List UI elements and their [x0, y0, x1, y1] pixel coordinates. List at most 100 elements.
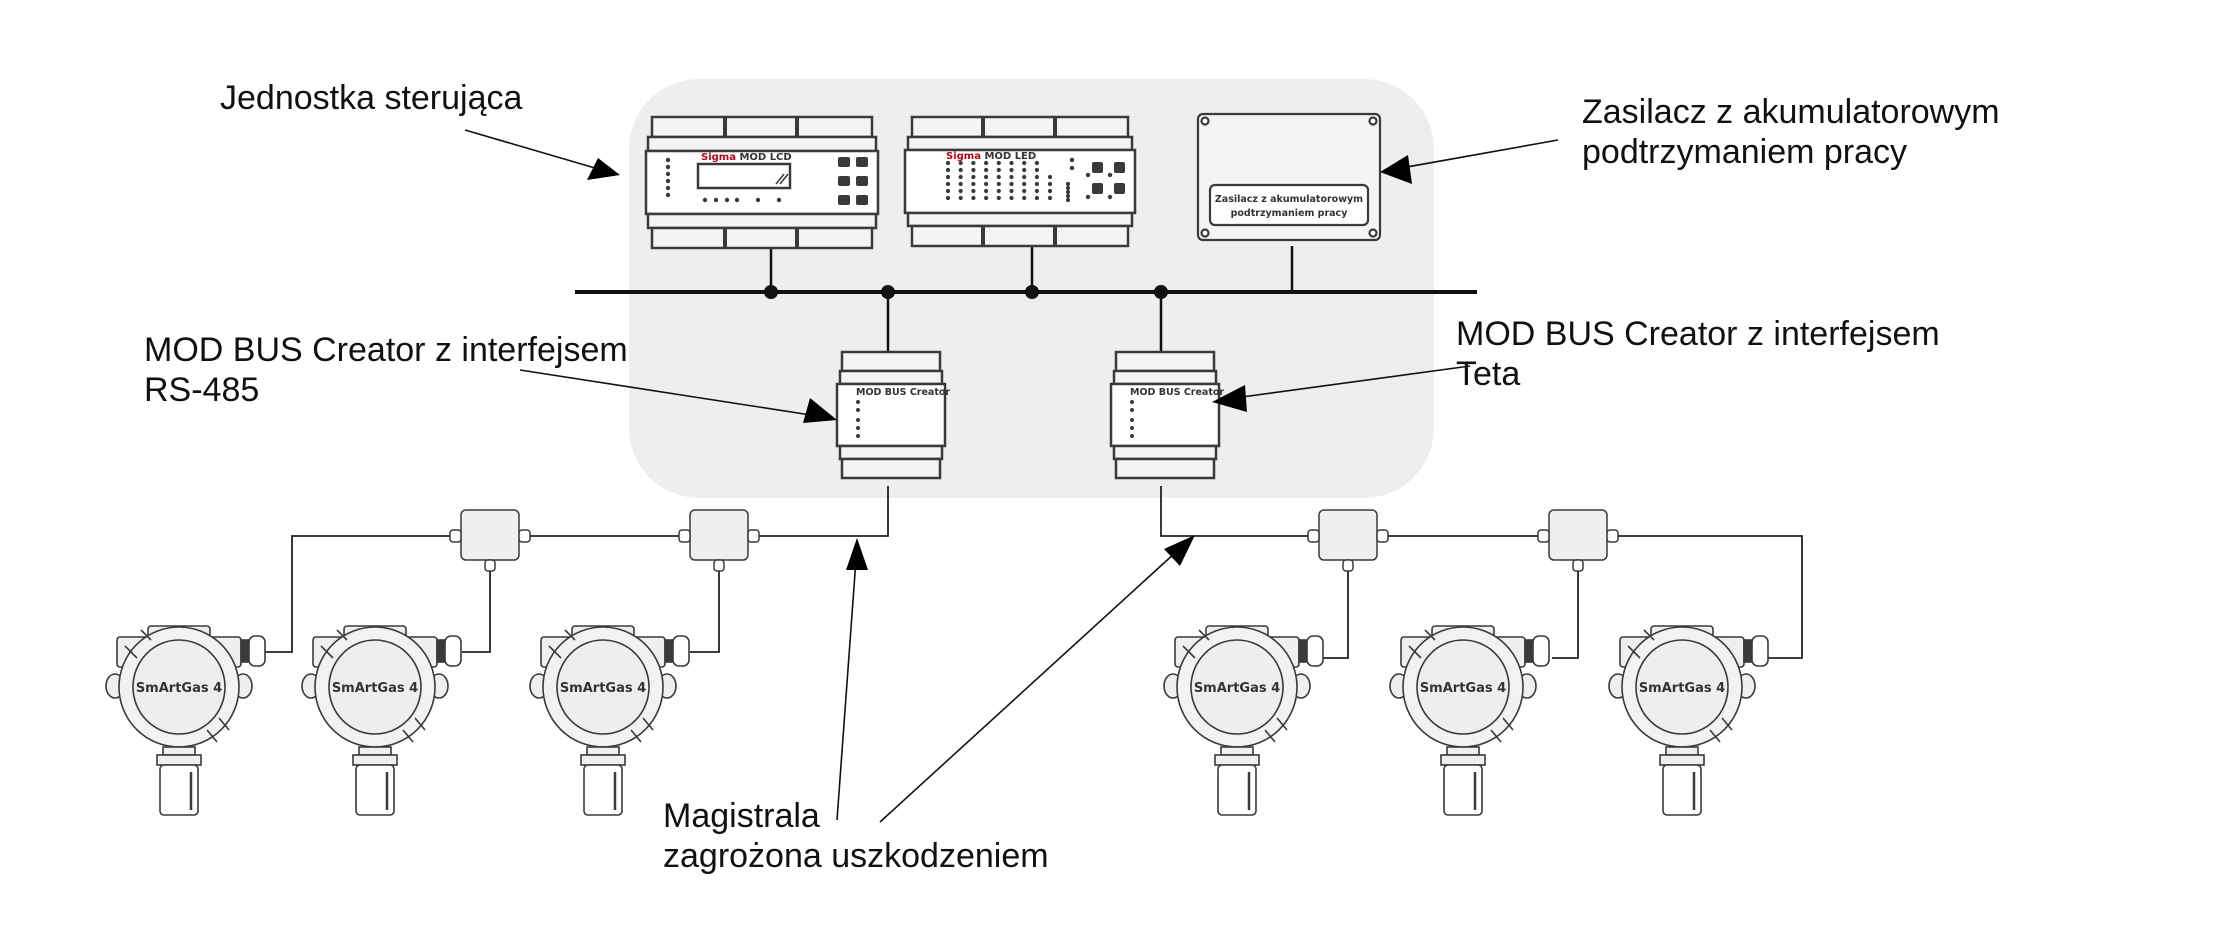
left-bus-cable [263, 486, 889, 653]
psu-nameplate [1208, 183, 1370, 227]
label-power-supply: Zasilacz z akumulatorowym podtrzymaniem … [1582, 92, 2000, 172]
cable-gland [1751, 635, 1769, 667]
status-led [713, 197, 719, 203]
status-led [734, 197, 740, 203]
arrow-bus-risk-right [879, 541, 1188, 823]
matrix-led [971, 181, 976, 187]
cable-gland [713, 559, 725, 572]
matrix-led [984, 160, 989, 166]
matrix-led [996, 195, 1001, 201]
matrix-led [1009, 174, 1014, 180]
label-modbus-rs485-line2: RS-485 [144, 371, 260, 409]
lcd-screen [696, 162, 792, 190]
matrix-led [984, 195, 989, 201]
matrix-led [971, 195, 976, 201]
matrix-led [971, 174, 976, 180]
modbus-unit-label: MOD BUS Creator [1130, 387, 1224, 398]
cable-gland [1342, 559, 1354, 572]
matrix-led [1065, 193, 1071, 199]
key-button [1114, 183, 1125, 194]
matrix-led [996, 174, 1001, 180]
modbus-creator-rs485[interactable] [835, 350, 947, 480]
matrix-led [1065, 189, 1071, 195]
label-bus-risk-line2: zagrożona uszkodzeniem [663, 837, 1049, 875]
matrix-led [971, 160, 976, 166]
matrix-led [1047, 181, 1053, 187]
matrix-led [1009, 160, 1014, 166]
matrix-led [1034, 167, 1039, 173]
gas-detector-smartgas4[interactable] [529, 625, 690, 816]
matrix-led [1034, 195, 1039, 201]
status-led [665, 192, 671, 198]
label-modbus-teta-line1: MOD BUS Creator z interfejsem [1456, 315, 1940, 353]
matrix-led [984, 174, 989, 180]
matrix-led [1022, 160, 1027, 166]
matrix-led [945, 174, 951, 180]
matrix-led [1047, 188, 1053, 194]
status-led [665, 171, 671, 177]
matrix-led [1065, 197, 1071, 203]
cable-gland [449, 529, 462, 543]
matrix-led [996, 160, 1001, 166]
cable-gland [747, 529, 760, 543]
cable-gland [1532, 635, 1550, 667]
matrix-led [945, 160, 951, 166]
matrix-led [984, 181, 989, 187]
matrix-led [958, 174, 963, 180]
status-led [1130, 434, 1134, 438]
matrix-led [1022, 195, 1027, 201]
arrowheads [587, 155, 1412, 570]
key-button [838, 157, 850, 167]
status-led [856, 426, 860, 430]
cable-gland [678, 529, 691, 543]
matrix-led [984, 188, 989, 194]
matrix-led [1034, 181, 1039, 187]
detector-label: SmArtGas 4 [1194, 681, 1280, 696]
matrix-led [1009, 167, 1014, 173]
led-brand: Sigma MOD LED [946, 151, 1036, 162]
matrix-led [958, 167, 963, 173]
arrow-modbus-rs485 [519, 369, 831, 422]
modbus-creator-teta[interactable] [1109, 350, 1221, 480]
junction-box[interactable] [1307, 509, 1389, 572]
gas-detector-smartgas4[interactable] [105, 625, 266, 816]
sigma-mod-led-unit[interactable] [903, 115, 1137, 248]
gas-detector-smartgas4[interactable] [1163, 625, 1324, 816]
lcd-leds [665, 157, 782, 203]
key-button [1114, 162, 1125, 173]
label-power-supply-line1: Zasilacz z akumulatorowym [1582, 93, 2000, 131]
gas-detector-smartgas4[interactable] [1608, 625, 1769, 816]
matrix-led [1065, 185, 1071, 191]
matrix-led [996, 188, 1001, 194]
arrow-power-supply [1389, 139, 1559, 173]
matrix-led [1065, 181, 1071, 187]
status-led [1130, 426, 1134, 430]
lcd-keypad [838, 157, 868, 205]
status-led [1130, 400, 1134, 404]
power-supply-box[interactable] [1196, 112, 1382, 242]
matrix-led [1034, 188, 1039, 194]
matrix-led [1047, 174, 1053, 180]
gas-detector-smartgas4[interactable] [1389, 625, 1550, 816]
bus-dot [881, 285, 895, 299]
matrix-led [1009, 188, 1014, 194]
cable-gland [1306, 635, 1324, 667]
junction-box[interactable] [1537, 509, 1619, 572]
matrix-led [945, 181, 951, 187]
label-bus-risk: Magistrala zagrożona uszkodzeniem [663, 796, 1049, 876]
detector-label: SmArtGas 4 [332, 681, 418, 696]
status-led [665, 164, 671, 170]
annotation-arrows [464, 129, 1559, 823]
status-led [1130, 418, 1134, 422]
matrix-led [1022, 188, 1027, 194]
status-led [724, 197, 730, 203]
psu-plate-line2: podtrzymaniem pracy [1231, 208, 1349, 219]
detector-label: SmArtGas 4 [1420, 681, 1506, 696]
cable-gland [1376, 529, 1389, 543]
junction-box[interactable] [678, 509, 760, 572]
junction-box[interactable] [449, 509, 531, 572]
label-modbus-teta: MOD BUS Creator z interfejsem Teta [1456, 314, 1940, 394]
gas-detector-smartgas4[interactable] [301, 625, 462, 816]
matrix-led [996, 167, 1001, 173]
matrix-led [958, 195, 963, 201]
